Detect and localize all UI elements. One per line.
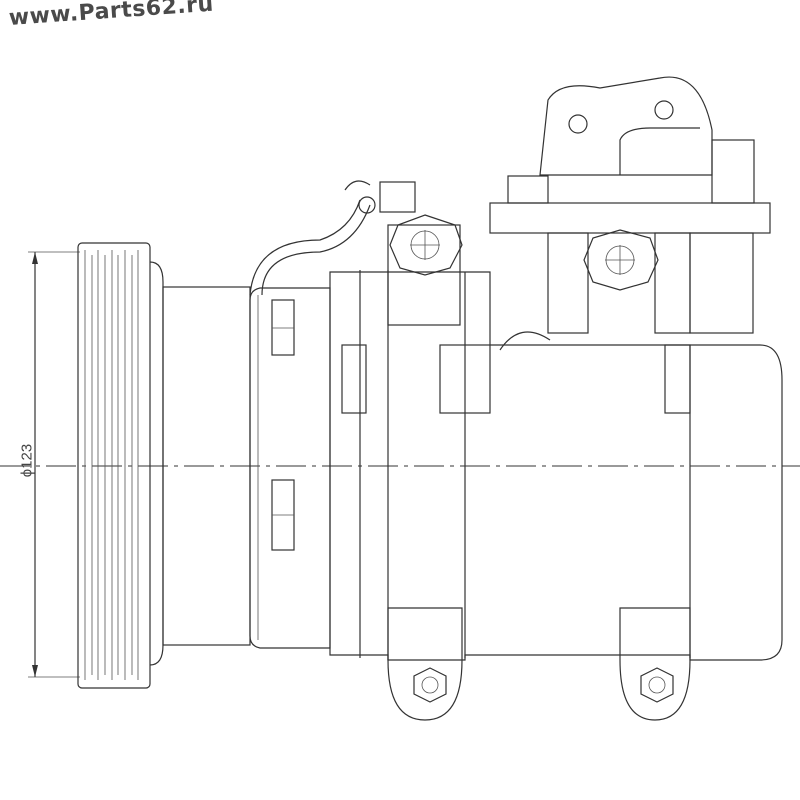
- mount-ear-left: [387, 607, 463, 721]
- clutch-body: [249, 287, 331, 649]
- manifold-block: [489, 76, 771, 334]
- compressor-body: [329, 270, 783, 661]
- diameter-dimension-line: [28, 251, 80, 678]
- service-fitting-left: [387, 214, 463, 326]
- pulley: [77, 242, 164, 689]
- sensor-wire: [249, 180, 416, 296]
- mount-ear-right: [619, 607, 691, 721]
- service-fitting-right: [583, 229, 659, 291]
